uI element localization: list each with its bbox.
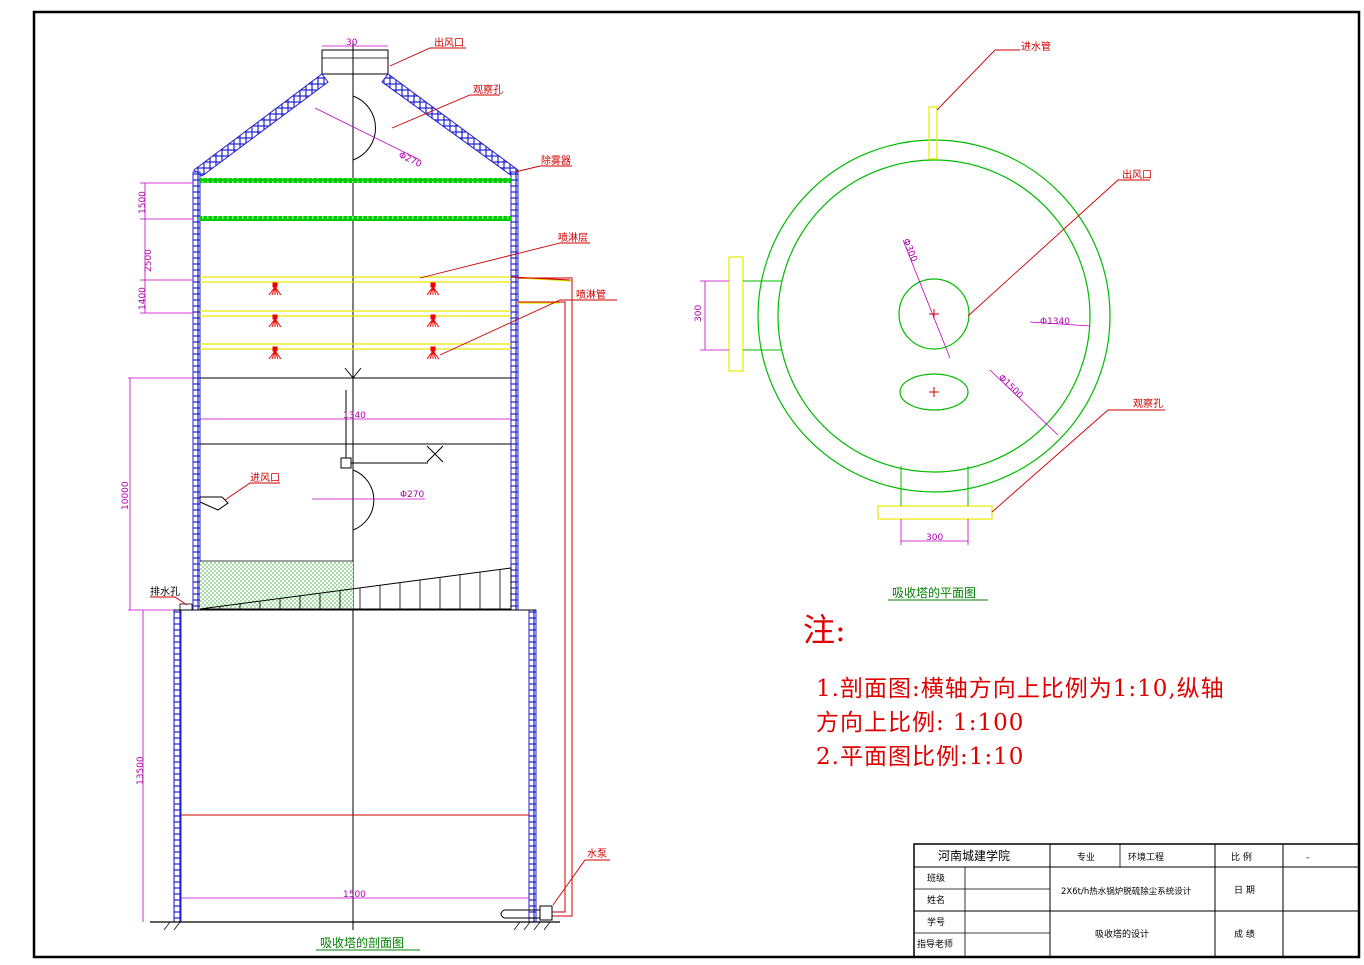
label-pump: 水泵: [587, 848, 607, 860]
pump: [539, 905, 553, 921]
demister-layer-2: [200, 216, 511, 221]
tb-drawing: 吸收塔的设计: [1095, 928, 1149, 940]
label-inlet: 进风口: [250, 472, 280, 484]
label-drain: 排水孔: [150, 585, 180, 598]
dim-h3: 1400: [138, 287, 148, 310]
plan-outer-circle: [757, 139, 1111, 493]
dim-h4: 10000: [121, 481, 131, 510]
wall-right-upper: [510, 171, 519, 611]
plan-inner-circle: [777, 159, 1091, 473]
plan-label-peephole: 观察孔: [1133, 397, 1163, 410]
dim-peephole-lower: Φ270: [400, 490, 425, 500]
label-outlet: 出风口: [434, 36, 464, 49]
tb-scale-value: -: [1306, 853, 1309, 863]
dim-h2: 2500: [144, 249, 154, 272]
bottom-outlet-pipe: [877, 505, 993, 520]
tb-teacher-label: 指导老师: [917, 938, 953, 950]
dim-h1: 1500: [138, 191, 148, 214]
plan-dim-side: 300: [694, 305, 704, 322]
section-caption: 吸收塔的剖面图: [320, 935, 404, 950]
base-wall-left: [173, 609, 182, 923]
shell-peephole: [352, 469, 375, 531]
notes-line-2: 方向上比例: 1:100: [816, 710, 1024, 736]
dim-h5: 13500: [136, 756, 146, 785]
slope-ribs: [219, 570, 501, 609]
tb-project: 2X6t/h热水锅炉脱硫除尘系统设计: [1061, 886, 1192, 897]
wall-left-upper: [192, 171, 201, 611]
spray-nozzles: [268, 282, 440, 360]
notes: 注: 1.剖面图:横轴方向上比例为1:10,纵轴 方向上比例: 1:100 2.…: [803, 611, 1225, 770]
tb-school: 河南城建学院: [938, 848, 1010, 863]
sheet-border: [32, 10, 1361, 959]
label-spray-layer: 喷淋层: [558, 231, 588, 244]
label-spray-pipe: 喷淋管: [576, 288, 606, 301]
cone-wall-left: [193, 73, 329, 177]
plan-dim-outer: Φ1500: [996, 373, 1025, 401]
plan-peephole: [899, 373, 969, 411]
plan-dim-inner: Φ1340: [1040, 317, 1070, 327]
tb-major-label: 专业: [1077, 851, 1095, 863]
dim-top-width: 30: [346, 38, 358, 48]
dim-peephole-top: Φ270: [397, 151, 423, 170]
plan-outlet-circle: [898, 278, 970, 350]
tb-id-label: 学号: [927, 916, 945, 928]
demister-layer-1: [200, 178, 511, 183]
title-block: [913, 843, 1360, 958]
plan-label-outlet: 出风口: [1122, 168, 1152, 181]
plan-dim-outlet: Φ300: [900, 237, 918, 263]
tb-major-value: 环境工程: [1128, 851, 1164, 863]
label-demister: 除雾器: [541, 154, 571, 167]
section-view: 30 Φ270: [121, 36, 617, 951]
dim-base-width: 1500: [343, 890, 366, 900]
tb-class-label: 班级: [927, 872, 945, 884]
plan-label-water-inlet: 进水管: [1021, 40, 1051, 53]
tb-grade-label: 成 绩: [1234, 928, 1255, 940]
plan-caption: 吸收塔的平面图: [892, 585, 976, 600]
tb-date-label: 日 期: [1234, 885, 1255, 896]
side-inlet-pipe: [728, 256, 744, 372]
base-wall-right: [528, 609, 537, 923]
water-inlet-pipe: [928, 106, 938, 160]
plan-dim-bottom: 300: [926, 533, 943, 543]
tb-scale-label: 比 例: [1231, 851, 1252, 863]
inlet-pipe: [199, 496, 229, 511]
packing-bed: [200, 562, 353, 609]
return-pipe: [518, 277, 573, 917]
notes-line-1: 1.剖面图:横轴方向上比例为1:10,纵轴: [816, 676, 1225, 702]
outlet-stub: [321, 49, 389, 75]
notes-line-3: 2.平面图比例:1:10: [816, 744, 1024, 770]
sloped-bottom: [199, 567, 512, 610]
dim-inner-width: 1340: [343, 411, 366, 421]
cone-peephole: [352, 95, 377, 161]
tb-name-label: 姓名: [927, 894, 945, 906]
plan-view: 300 300 Φ300 Φ1340 Φ1500 进水管 出风口 观察孔 吸收塔…: [694, 40, 1165, 601]
notes-title: 注:: [803, 611, 846, 649]
label-peephole: 观察孔: [473, 83, 503, 96]
